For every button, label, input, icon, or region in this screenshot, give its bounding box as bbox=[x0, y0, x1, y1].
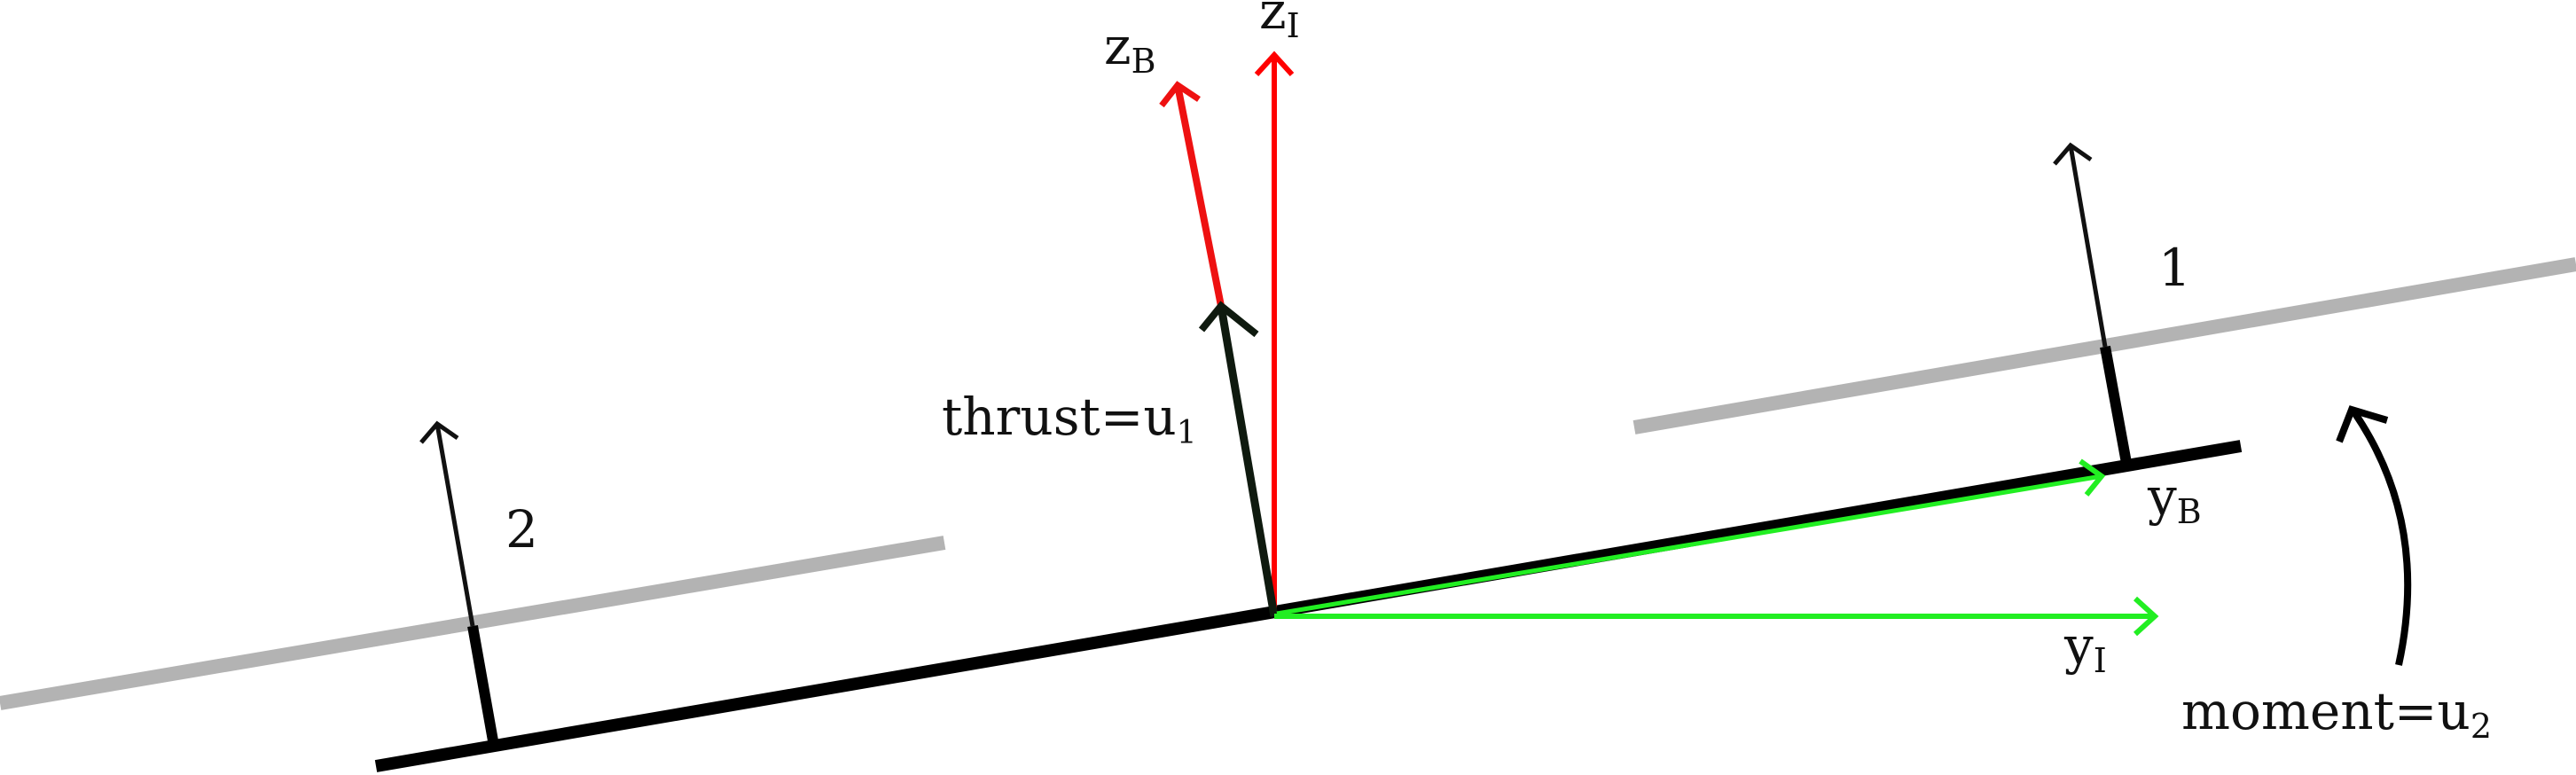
z-body-arrowhead bbox=[1159, 81, 1201, 108]
quadrotor-body bbox=[374, 440, 2243, 772]
moment-label: moment=u2 bbox=[2181, 681, 2492, 746]
y-inertial-arrowhead bbox=[2133, 596, 2159, 637]
rotor-1-arrowhead bbox=[2053, 142, 2093, 166]
y-body-axis bbox=[1276, 474, 2102, 616]
rotor-2-arrow bbox=[435, 423, 475, 627]
rotor-2-post bbox=[467, 624, 499, 748]
rotor-1-label: 1 bbox=[2158, 238, 2191, 298]
rotor-2-arrowhead bbox=[419, 420, 459, 444]
moment-arrowhead bbox=[2336, 405, 2389, 443]
y-body-label: yB bbox=[2147, 466, 2202, 531]
y-body-arrowhead bbox=[2079, 458, 2106, 497]
z-body-axis bbox=[1174, 84, 1225, 307]
thrust-arrow bbox=[1217, 305, 1279, 617]
thrust-arrowhead bbox=[1198, 301, 1259, 338]
z-inertial-arrowhead bbox=[1254, 51, 1295, 77]
rotor-1-arrow bbox=[2068, 145, 2108, 348]
y-inertial-label: yI bbox=[2063, 615, 2107, 680]
rotor-2-label: 2 bbox=[505, 499, 538, 560]
rotor-1-post bbox=[2100, 345, 2132, 465]
z-body-label: zB bbox=[1104, 16, 1156, 81]
z-inertial-label: zI bbox=[1259, 0, 1300, 45]
thrust-label: thrust=u1 bbox=[942, 387, 1197, 451]
moment-arrow bbox=[2351, 410, 2412, 666]
